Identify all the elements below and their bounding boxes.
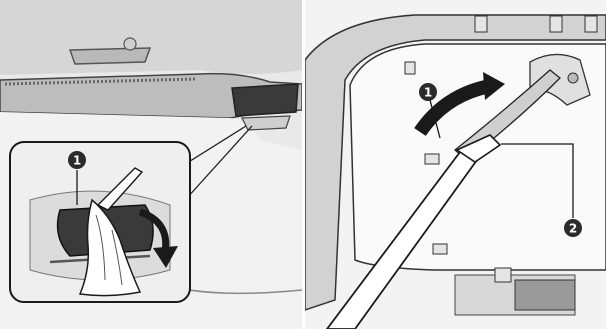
switch-housing: [242, 116, 290, 130]
clip: [433, 244, 447, 254]
clip: [425, 154, 439, 164]
handle-recess: [70, 48, 150, 64]
tailgate-switch: [232, 84, 298, 116]
clip: [405, 62, 415, 74]
callout-number: 1: [73, 154, 81, 168]
left-illustration-panel: 1: [0, 0, 302, 329]
callout-number: 2: [569, 222, 577, 236]
tailgate-handle-illustration: 1: [0, 0, 302, 329]
upper-body-panel: [0, 0, 302, 75]
bolt: [568, 73, 578, 83]
pry-panel-illustration: 1 2: [305, 0, 606, 329]
clip: [585, 16, 597, 32]
camera-icon: [124, 38, 136, 50]
right-illustration-panel: 1 2: [305, 0, 606, 329]
magnified-inset: 1: [10, 142, 190, 302]
clip: [495, 268, 511, 282]
clip: [475, 16, 487, 32]
clip: [550, 16, 562, 32]
connector: [515, 280, 575, 310]
callout-number: 1: [424, 86, 432, 100]
